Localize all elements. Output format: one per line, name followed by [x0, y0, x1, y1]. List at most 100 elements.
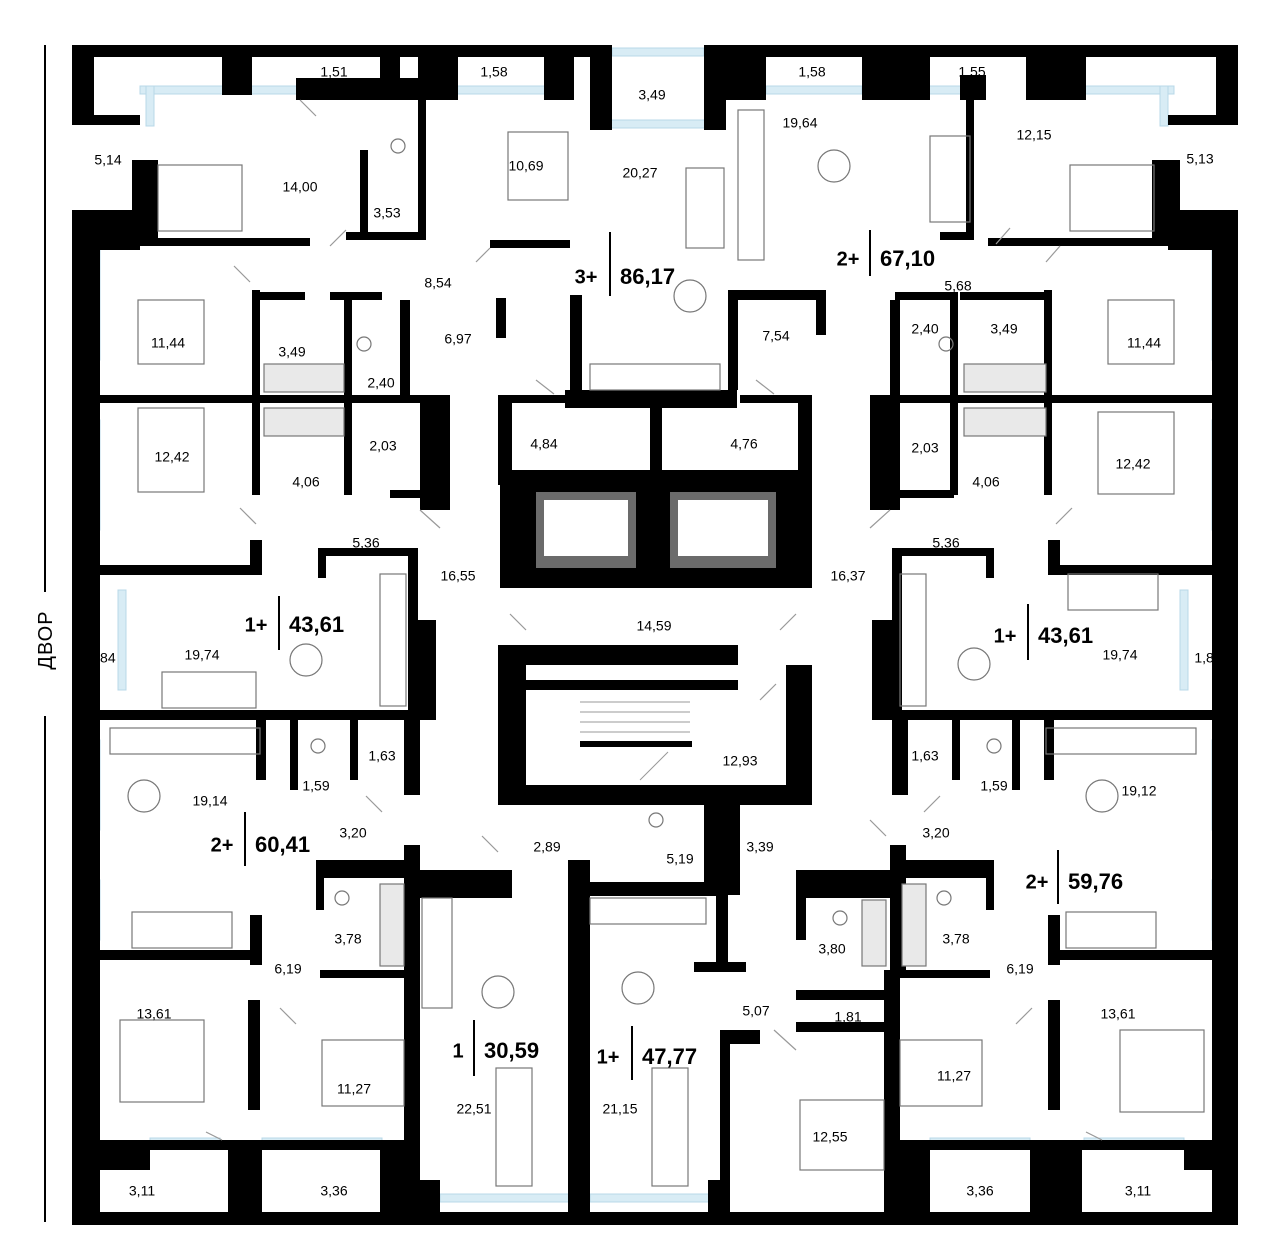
room-area-label: 11,44 [151, 335, 185, 351]
room-area-label: 3,11 [129, 1183, 155, 1199]
apartment-label: 2+ 67,10 [837, 230, 935, 276]
room-area-label: 1,81 [834, 1009, 861, 1025]
room-area-label: 16,37 [830, 568, 865, 584]
room-area-label: 5,68 [944, 278, 971, 294]
room-area-label: 3,49 [278, 344, 305, 360]
room-labels: 1,51 1,58 3,49 1,58 1,55 5,14 14,00 10,69 3,53 20… [88, 64, 1221, 1199]
room-area-label: 1,55 [958, 64, 985, 80]
apartment-area: 67,10 [880, 246, 935, 271]
room-area-label: 19,14 [192, 793, 227, 809]
room-area-label: 12,15 [1016, 127, 1051, 143]
room-area-label: 3,80 [818, 941, 845, 957]
room-area-label: 12,93 [722, 753, 757, 769]
room-area-label: 5,13 [1186, 151, 1213, 167]
apartment-type: 2+ [211, 834, 234, 856]
room-area-label: 1,58 [798, 64, 825, 80]
room-area-label: 3,78 [334, 931, 361, 947]
apartment-area: 43,61 [1038, 623, 1093, 648]
room-area-label: 3,49 [990, 321, 1017, 337]
room-area-label: 19,64 [782, 115, 817, 131]
room-area-label: 3,78 [942, 931, 969, 947]
room-area-label: 19,74 [1102, 647, 1137, 663]
apartment-area: 59,76 [1068, 869, 1123, 894]
room-area-label: 21,15 [602, 1101, 637, 1117]
apartment-label: 1+ 43,61 [245, 596, 344, 650]
room-area-label: 8,54 [424, 275, 451, 291]
room-area-label: 5,19 [666, 851, 693, 867]
apartment-type: 1+ [245, 614, 268, 636]
apartment-type: 2+ [1026, 871, 1049, 893]
room-area-label: 19,74 [184, 647, 219, 663]
room-area-label: 11,27 [937, 1068, 971, 1084]
room-area-label: 3,36 [966, 1183, 993, 1199]
room-area-label: 2,40 [911, 321, 938, 337]
room-area-label: 13,61 [136, 1006, 171, 1022]
apartment-label: 1+ 47,77 [597, 1026, 697, 1080]
room-area-label: 14,59 [636, 618, 671, 634]
fixtures [109, 99, 1205, 1187]
room-area-label: 5,36 [352, 535, 379, 551]
room-area-label: 10,69 [508, 158, 543, 174]
room-area-label: 1,84 [88, 650, 115, 666]
room-area-label: 22,51 [456, 1101, 491, 1117]
room-area-label: 1,63 [911, 748, 938, 764]
room-area-label: 13,61 [1100, 1006, 1135, 1022]
apartment-type: 1 [452, 1040, 463, 1062]
room-area-label: 2,03 [911, 440, 938, 456]
room-area-label: 11,44 [1127, 335, 1161, 351]
room-area-label: 3,39 [746, 839, 773, 855]
apartment-area: 47,77 [642, 1044, 697, 1069]
apartment-label: 3+ 86,17 [575, 232, 675, 296]
apartment-area: 60,41 [255, 832, 310, 857]
room-area-label: 19,12 [1121, 783, 1156, 799]
side-markers: ДВОР [35, 45, 57, 1222]
room-area-label: 1,59 [302, 778, 329, 794]
room-area-label: 6,19 [1006, 961, 1033, 977]
room-area-label: 12,42 [154, 449, 189, 465]
room-area-label: 16,55 [440, 568, 475, 584]
room-area-label: 4,84 [530, 436, 557, 452]
room-area-label: 3,11 [1125, 1183, 1151, 1199]
room-area-label: 7,54 [762, 328, 789, 344]
room-area-label: 12,55 [812, 1129, 847, 1145]
side-label: ДВОР [35, 610, 57, 669]
apartment-area: 86,17 [620, 264, 675, 289]
room-area-label: 4,06 [292, 474, 319, 490]
room-area-label: 3,20 [339, 825, 366, 841]
room-area-label: 1,58 [480, 64, 507, 80]
apartment-label: 2+ 59,76 [1026, 850, 1123, 904]
walls [72, 45, 1238, 1225]
room-area-label: 1,63 [368, 748, 395, 764]
room-area-label: 3,20 [922, 825, 949, 841]
apartment-area: 30,59 [484, 1038, 539, 1063]
room-area-label: 5,14 [94, 152, 121, 168]
room-area-label: 2,03 [369, 438, 396, 454]
room-area-label: 5,36 [932, 535, 959, 551]
room-area-label: 14,00 [282, 179, 317, 195]
room-area-label: 3,36 [320, 1183, 347, 1199]
room-area-label: 12,42 [1115, 456, 1150, 472]
apartment-label: 2+ 60,41 [211, 812, 310, 866]
apartment-area: 43,61 [289, 612, 344, 637]
room-area-label: 1,59 [980, 778, 1007, 794]
room-area-label: 2,40 [367, 375, 394, 391]
room-area-label: 2,89 [533, 839, 560, 855]
room-area-label: 3,49 [638, 87, 665, 103]
apartment-type: 2+ [837, 248, 860, 270]
room-area-label: 6,97 [444, 331, 471, 347]
room-area-label: 6,19 [274, 961, 301, 977]
room-area-label: 1,51 [320, 64, 347, 80]
apartment-type: 3+ [575, 266, 598, 288]
room-area-label: 4,06 [972, 474, 999, 490]
apartment-labels: 3+ 86,17 2+ 67,10 1+ 43,61 1+ 43,61 2+ 60,41 2+ 59,… [211, 230, 1123, 1080]
room-area-label: 3,53 [373, 205, 400, 221]
room-area-label: 5,07 [742, 1003, 769, 1019]
apartment-type: 1+ [994, 625, 1017, 647]
apartment-label: 1+ 43,61 [994, 604, 1093, 660]
apartment-type: 1+ [597, 1046, 620, 1068]
room-area-label: 20,27 [622, 165, 657, 181]
room-area-label: 4,76 [730, 436, 757, 452]
room-area-label: 11,27 [337, 1081, 371, 1097]
